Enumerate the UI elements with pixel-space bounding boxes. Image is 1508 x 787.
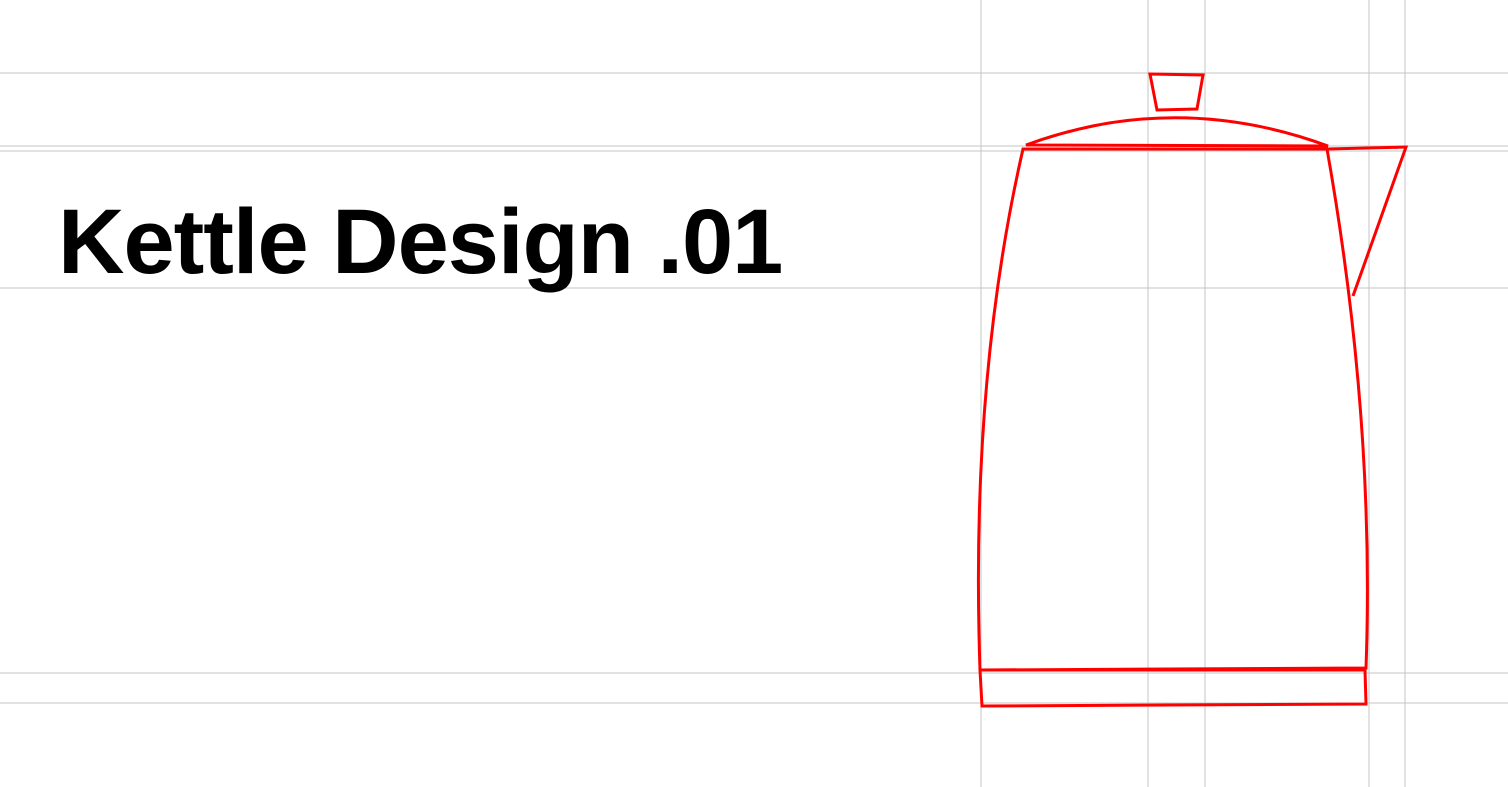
page-title: Kettle Design .01 — [58, 191, 783, 293]
kettle-spout — [1326, 145, 1409, 297]
kettle-drawing — [976, 72, 1409, 708]
kettle-lid-dome — [1025, 116, 1329, 148]
kettle-lid-knob — [1148, 72, 1205, 112]
kettle-base — [978, 668, 1368, 708]
kettle-body — [976, 147, 1369, 672]
